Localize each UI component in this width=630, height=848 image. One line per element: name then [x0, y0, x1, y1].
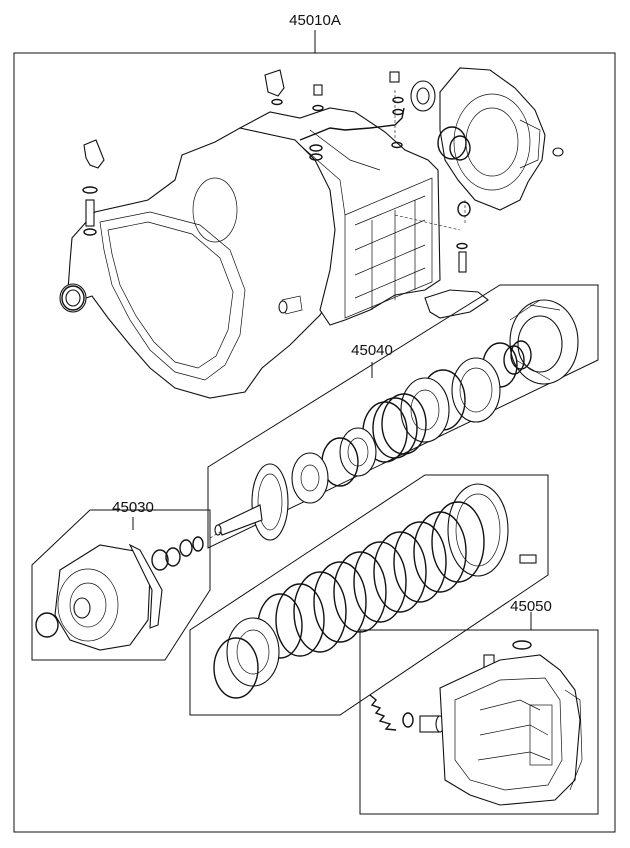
transmission-case: [59, 67, 546, 399]
main-kit-frame: [13, 30, 616, 833]
valve-kit-frame: [359, 612, 599, 815]
clutch-pack-frame: [189, 474, 549, 716]
clutch-kit-parts: [214, 299, 579, 541]
label-pump-kit: 45030: [112, 499, 154, 516]
valve-kit-parts: [369, 640, 583, 806]
clutch-kit-frame: [207, 284, 599, 549]
pump-kit-parts: [35, 531, 221, 651]
label-valve-kit: 45050: [510, 598, 552, 615]
clutch-pack-parts: [213, 483, 537, 699]
label-clutch-kit: 45040: [351, 342, 393, 359]
case-small-parts: [61, 69, 564, 319]
label-main-kit: 45010A: [289, 12, 341, 29]
pump-kit-frame: [31, 509, 211, 661]
